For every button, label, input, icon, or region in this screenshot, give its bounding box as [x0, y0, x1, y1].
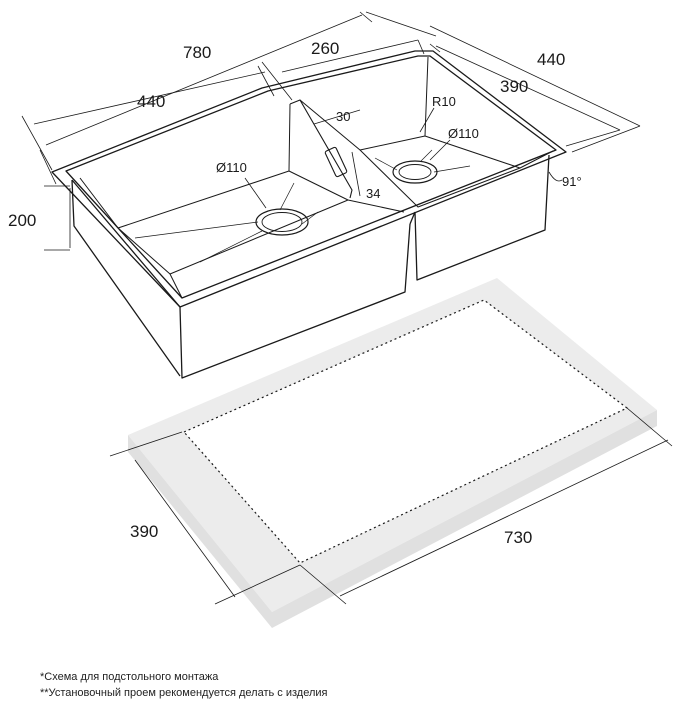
sink-rim-outer: [51, 50, 567, 308]
dim-big-bowl-length: 440: [137, 92, 165, 111]
cutout-dimension-lines: [109, 407, 673, 605]
dim-drain-right: Ø110: [448, 126, 479, 141]
notes: *Схема для подстольного монтажа **Устано…: [40, 669, 327, 701]
left-bowl-walls: [71, 179, 411, 379]
dim-overall-length: 780: [183, 43, 211, 62]
note-cutout: **Установочный проем рекомендуется делат…: [40, 687, 328, 699]
dim-divider-offset: 30: [336, 109, 350, 124]
countertop-cutout: [128, 278, 657, 628]
dim-depth: 200: [8, 211, 36, 230]
dim-overall-width: 440: [537, 50, 565, 69]
dim-cutout-length: 730: [504, 528, 532, 547]
dim-small-bowl-width: 390: [500, 77, 528, 96]
dim-drain-left: Ø110: [216, 160, 247, 175]
dim-rim-angle: 91°: [562, 174, 582, 189]
note-undermount: *Схема для подстольного монтажа: [40, 671, 219, 683]
dim-corner-radius: R10: [432, 94, 456, 109]
dim-divider-height: 34: [366, 186, 380, 201]
overflow-slot: [324, 146, 348, 178]
drain-right: [392, 160, 438, 184]
sink-dimension-lines: [21, 11, 641, 251]
dim-cutout-width: 390: [130, 522, 158, 541]
dim-small-bowl-length: 260: [311, 39, 339, 58]
bowl-divider: [289, 99, 353, 199]
right-bowl-walls: [414, 154, 550, 281]
